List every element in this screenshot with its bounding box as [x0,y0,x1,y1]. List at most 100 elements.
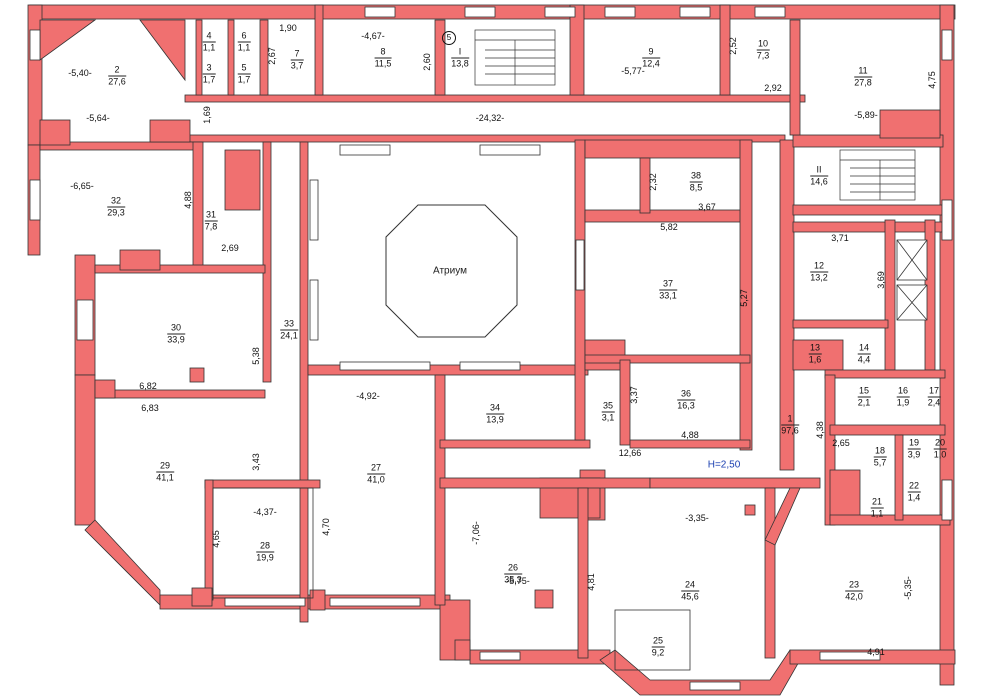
room-number: II [816,164,822,175]
staircase-2 [839,149,916,201]
room-28-outline [212,487,314,599]
atrium-octagon [385,204,518,338]
room-area: 41,1 [156,471,174,483]
room-area: 41,0 [367,473,385,485]
room-area: 13,2 [810,271,828,283]
room-area: 3,1 [601,411,615,423]
room-area: 7,8 [204,220,218,232]
dimension-label: 1,69 [202,106,212,124]
room-area: 1,1 [202,41,216,53]
room-area: 27,8 [854,76,872,88]
dimension-label: 3,71 [831,233,849,243]
dimension-label: -4,92- [356,391,380,401]
room-number: 24 [684,579,695,590]
room-number: 4 [206,30,212,41]
dimension-label: 6,83 [141,403,159,413]
room-number: 1 [787,413,793,424]
room-number: 10 [757,38,769,49]
room-area: 3,7 [290,59,304,71]
dimension-label: 4,88 [681,430,699,440]
room-number: 38 [690,170,702,181]
dimension-label: 5,38 [251,347,261,365]
room-number: 34 [489,402,500,413]
dimension-label: -5,35- [903,576,913,600]
room-area: 16,3 [677,399,695,411]
room-number: 13 [809,342,821,353]
room-area: 2,4 [927,396,941,408]
room-number: 11 [858,65,868,76]
dimension-label: -5,64- [86,113,110,123]
dimension-label: 2,52 [728,37,738,55]
dimension-label: 6,82 [139,381,157,391]
dimension-label: 2,65 [832,438,850,448]
room-number: 3 [206,62,212,73]
dimension-label: -4,37- [253,507,277,517]
staircase-1 [474,29,556,86]
room-number: 25 [652,635,664,646]
room-area: 27,6 [108,75,126,87]
dimension-label: -5,77- [621,66,645,76]
room-number: 17 [928,385,940,396]
room-number: 22 [908,480,920,491]
room-area: 8,5 [689,181,703,193]
room-number: 27 [370,462,381,473]
dimension-label: 4,70 [321,518,331,536]
room-area: 13,8 [451,57,469,69]
room-number: 9 [648,46,654,57]
dimension-label: 4,91 [867,647,885,657]
room-area: 14,6 [810,175,828,187]
room-number: 29 [159,460,170,471]
dimension-label: -6,65- [70,181,94,191]
room-area: 7,3 [756,49,770,61]
room-area: 1,1 [237,41,251,53]
room-area: 33,1 [659,289,677,301]
room-area: 4,4 [857,353,871,365]
room-number: 26 [507,562,518,573]
dimension-label: 2,69 [221,243,239,253]
room-area: 1,4 [907,491,921,503]
room-number: 6 [241,30,247,41]
room-area: 1,0 [933,448,947,460]
dimension-label: 4,75 [927,71,937,89]
dimension-label: 4,88 [183,191,193,209]
windows [29,6,953,691]
elevator-shafts [896,239,928,321]
dimension-label: 4,38 [815,421,825,439]
dimension-label: 3,67 [698,202,716,212]
room-number: I [458,46,462,57]
room-number: 36 [680,388,691,399]
room-number: 12 [813,260,824,271]
dimension-label: -4,67- [361,31,385,41]
dimension-label: -3,35- [685,513,709,523]
room-number: 5 [241,62,247,73]
dimension-label: 2,92 [764,83,782,93]
room-number: 30 [170,322,181,333]
